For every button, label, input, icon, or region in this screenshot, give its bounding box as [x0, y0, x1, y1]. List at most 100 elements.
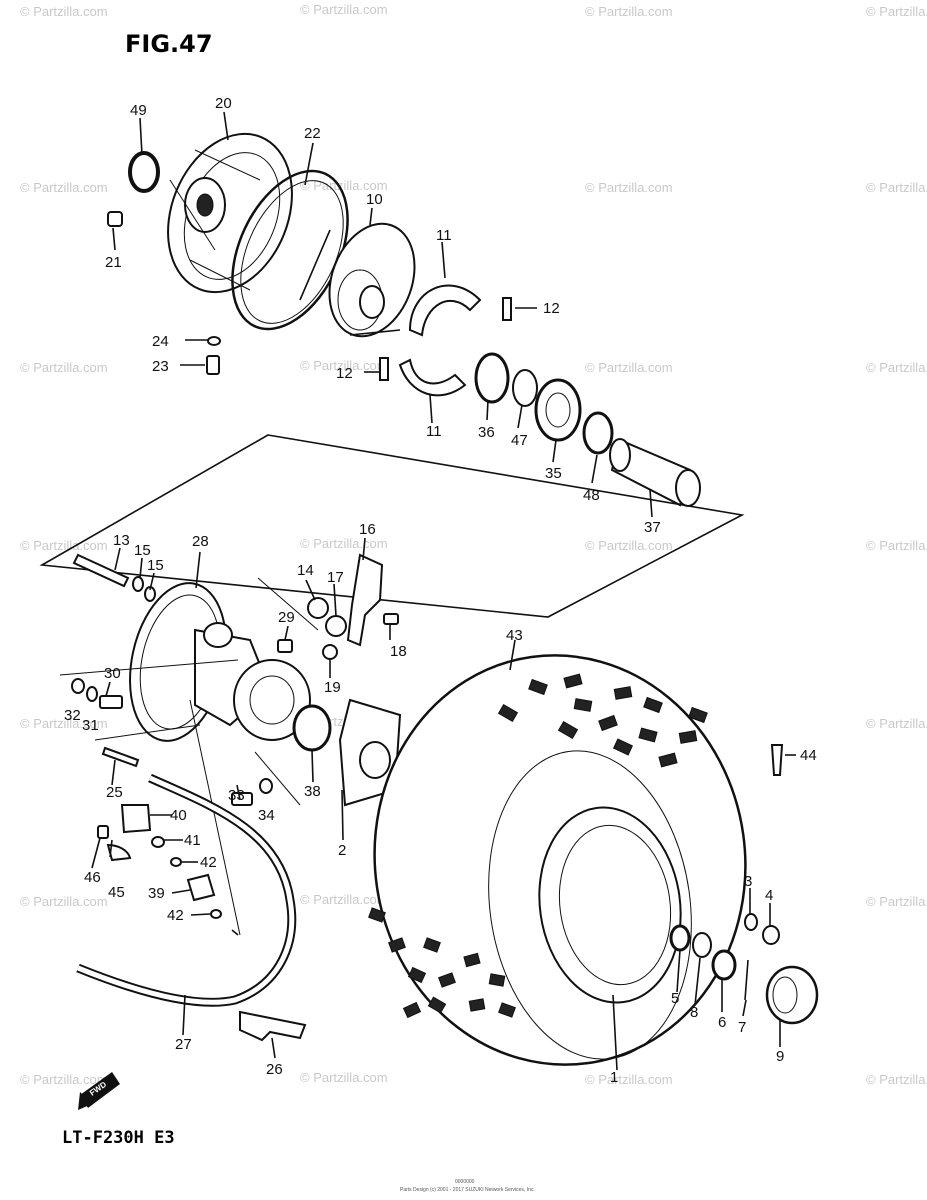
callout-21: 21	[105, 254, 122, 271]
watermark: © Partzilla.com	[866, 716, 927, 731]
footer-id: 0000000	[455, 1179, 475, 1185]
castle-nut-6	[711, 949, 737, 981]
watermark: © Partzilla.com	[20, 716, 108, 731]
tire-group	[368, 654, 819, 1066]
callout-numbers: 1 2 3 4 5 6 7 8 9 10 11 11 12 12 13 14 1…	[64, 95, 817, 1086]
callout-30: 30	[104, 665, 121, 682]
watermark: © Partzilla.com	[866, 180, 927, 195]
callout-18: 18	[390, 643, 407, 660]
callout-45: 45	[108, 884, 125, 901]
washer-3	[744, 913, 758, 931]
explode-lines	[59, 577, 319, 936]
watermark: © Partzilla.com	[20, 180, 108, 195]
washer-8	[692, 932, 712, 958]
figure-title: FIG.47	[125, 30, 213, 58]
washer-32	[71, 678, 85, 694]
callout-29: 29	[278, 609, 295, 626]
hose-group	[76, 773, 307, 1042]
nut-41	[151, 836, 165, 848]
bearing-47	[512, 369, 538, 407]
bolt-13	[72, 553, 130, 588]
callout-7: 7	[738, 1019, 746, 1036]
watermark: © Partzilla.com	[20, 1072, 108, 1087]
seal-36	[474, 352, 510, 404]
callout-8: 8	[690, 1004, 698, 1021]
bolt-21	[107, 211, 123, 227]
watermark: © Partzilla.com	[300, 358, 388, 373]
brake-housing-20	[167, 132, 293, 294]
washer-15	[132, 576, 144, 592]
callout-31: 31	[82, 717, 99, 734]
washer-31	[86, 686, 98, 702]
nut-19	[322, 644, 338, 660]
spring-12	[502, 297, 512, 321]
bracket-26	[239, 1010, 307, 1042]
needle-bearing-48	[582, 411, 614, 455]
watermark: © Partzilla.com	[585, 538, 673, 553]
callout-25: 25	[106, 784, 123, 801]
callout-32: 32	[64, 707, 81, 724]
flange	[233, 659, 311, 741]
brake-shoe-11	[408, 284, 482, 337]
bearing-38	[292, 704, 332, 752]
callout-15: 15	[134, 542, 151, 559]
callout-49: 49	[130, 102, 147, 119]
callout-36: 36	[478, 424, 495, 441]
tread-blocks	[368, 673, 708, 1019]
callout-41: 41	[184, 832, 201, 849]
hub-group	[71, 553, 402, 807]
seal-49	[128, 151, 160, 193]
callout-14: 14	[297, 562, 314, 579]
bushing-17	[325, 615, 347, 637]
callout-23: 23	[152, 358, 169, 375]
watermark: © Partzilla.com	[20, 894, 108, 909]
callout-13: 13	[113, 532, 130, 549]
spring-12b	[379, 357, 389, 381]
callout-5: 5	[671, 990, 679, 1007]
callout-17: 17	[327, 569, 344, 586]
callout-24: 24	[152, 333, 169, 350]
bolt-33	[231, 792, 253, 806]
callout-12: 12	[543, 300, 560, 317]
pin-25	[101, 746, 140, 768]
washer-24	[207, 336, 221, 346]
callout-3: 3	[744, 873, 752, 890]
callout-40: 40	[170, 807, 187, 824]
watermark: © Partzilla.com	[866, 538, 927, 553]
valve-44	[770, 744, 784, 776]
watermark: © Partzilla.com	[300, 2, 388, 17]
watermark: © Partzilla.com	[300, 1070, 388, 1085]
watermark: © Partzilla.com	[20, 360, 108, 375]
callout-44: 44	[800, 747, 817, 764]
callout-19: 19	[324, 679, 341, 696]
callout-27: 27	[175, 1036, 192, 1053]
callout-42b: 42	[167, 907, 184, 924]
callout-4: 4	[765, 887, 773, 904]
watermark: © Partzilla.com	[866, 894, 927, 909]
bolt-30	[99, 695, 123, 709]
callout-12b: 12	[336, 365, 353, 382]
watermark: © Partzilla.com	[20, 4, 108, 19]
watermark: © Partzilla.com	[300, 536, 388, 551]
callout-2: 2	[338, 842, 346, 859]
bolt-29	[277, 639, 293, 653]
bracket-16	[346, 553, 384, 647]
callout-39: 39	[148, 885, 165, 902]
bolt-46	[97, 825, 109, 839]
model-label: LT-F230H E3	[62, 1128, 175, 1148]
callout-11b: 11	[426, 423, 442, 440]
nut-4	[762, 925, 780, 945]
callout-34: 34	[258, 807, 275, 824]
callout-48: 48	[583, 487, 600, 504]
nut-42b	[210, 909, 222, 919]
brake-shoe-11b	[398, 358, 467, 397]
callout-33: 33	[228, 787, 245, 804]
callout-26: 26	[266, 1061, 283, 1078]
watermark: © Partzilla.com	[585, 4, 673, 19]
footer-copyright: Parts Design (c) 2001 - 2017 SUZUKI Netw…	[400, 1187, 535, 1193]
callout-10: 10	[366, 191, 383, 208]
callout-6: 6	[718, 1014, 726, 1031]
cotter-pin-7	[744, 959, 749, 1001]
callout-1: 1	[610, 1069, 618, 1086]
